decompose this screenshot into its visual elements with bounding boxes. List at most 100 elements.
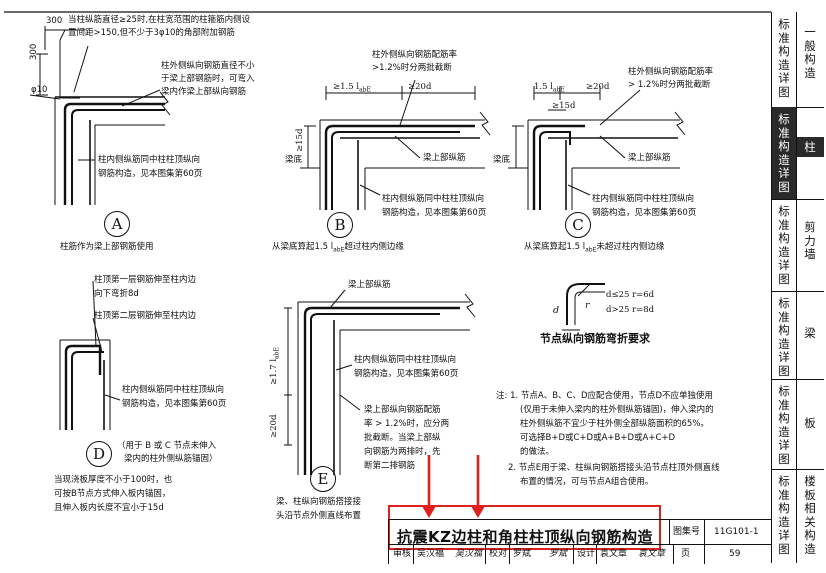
sidebar-item-label: 标准构造详图 bbox=[778, 204, 790, 286]
detail-d-caption-2: 梁内的柱外侧纵筋锚固） bbox=[124, 454, 218, 464]
sidebar-item-beam[interactable]: 标准构造详图 梁 bbox=[772, 291, 824, 380]
sidebar-item-topic: 板 bbox=[804, 416, 816, 430]
sidebar-item-label: 标准构造详图 bbox=[778, 384, 790, 466]
sidebar-item-topic: 一般构造 bbox=[804, 25, 816, 80]
check-name: 罗斌 bbox=[513, 549, 532, 559]
detail-d-note-2: 向下弯折8d bbox=[94, 289, 139, 299]
detail-d-label: D bbox=[86, 441, 112, 467]
detail-b-note-1: 柱外侧纵向钢筋配筋率 bbox=[372, 50, 458, 60]
check-label: 校对 bbox=[489, 549, 508, 559]
detail-a-outer-note-3: 梁内作梁上部纵向钢筋 bbox=[161, 87, 247, 97]
note-1e: 的做法。 bbox=[520, 447, 555, 457]
detail-a-label: A bbox=[104, 211, 130, 237]
detail-b-inner-1: 柱内侧纵筋同中柱柱顶纵向 bbox=[382, 194, 485, 204]
detail-b-note-2: >1.2%时分两批截断 bbox=[372, 63, 452, 73]
sidebar-item-shear-wall[interactable]: 标准构造详图 剪力墙 bbox=[772, 199, 824, 292]
sidebar-item-label: 标准构造详图 bbox=[778, 296, 790, 378]
chapter-sidebar: 标准构造详图 一般构造 标准构造详图 柱 标准构造详图 剪力墙 标准构造详图 梁… bbox=[771, 12, 824, 563]
note-1c: 柱外侧纵筋不宜少于柱外侧全部纵筋面积的65%。 bbox=[520, 419, 709, 429]
title-highlight-box bbox=[388, 505, 661, 550]
red-arrows bbox=[427, 455, 480, 510]
design-signature: 袁文章 bbox=[638, 549, 666, 559]
detail-c-beam-top-bar: 梁上部纵筋 bbox=[628, 153, 671, 163]
detail-b-label: B bbox=[327, 212, 353, 238]
detail-e-drawing bbox=[284, 289, 476, 475]
detail-e-label: E bbox=[310, 466, 336, 492]
detail-a-note-top-1: 当柱纵筋直径≥25时,在柱宽范围的柱箍筋内侧设 bbox=[68, 15, 251, 25]
note-2b: 布置的情况，可与节点A组合使用。 bbox=[520, 477, 654, 487]
detail-c-dim-2: ≥20d bbox=[586, 82, 610, 92]
detail-c-beam-bottom: 梁底 bbox=[493, 155, 511, 165]
check-signature: 罗斌 bbox=[549, 549, 568, 559]
detail-e-beam-top-bar: 梁上部纵筋 bbox=[348, 280, 391, 290]
detail-b-inner-2: 钢筋构造，见本图集第60页 bbox=[382, 208, 487, 218]
note-1b: (仅用于未伸入梁内的柱外侧纵筋锚固)，伸入梁内的 bbox=[520, 405, 714, 415]
sidebar-item-topic: 剪力墙 bbox=[804, 220, 816, 261]
detail-c-inner-1: 柱内侧纵筋同中柱柱顶纵向 bbox=[592, 194, 695, 204]
dim-300-vertical-label: 300 bbox=[29, 43, 39, 60]
detail-e-note-1: 梁上部纵向钢筋配筋 bbox=[364, 405, 441, 415]
note-1a: 注: 1. 节点A、B、C、D应配合使用，节点D不应单独使用 bbox=[496, 391, 714, 401]
detail-b-dim-1: ≥1.5 labE bbox=[333, 82, 371, 94]
detail-c-label: C bbox=[565, 212, 591, 238]
bend-requirement-drawing bbox=[562, 283, 605, 331]
detail-d-caption-4: 可按B节点方式伸入板内锚固， bbox=[54, 489, 171, 499]
detail-c-note-1: 柱外侧纵向钢筋配筋率 bbox=[628, 67, 714, 77]
bend-condition-2: d>25 r=8d bbox=[606, 305, 655, 315]
atlas-no: 11G101-1 bbox=[714, 527, 759, 537]
sidebar-item-general[interactable]: 标准构造详图 一般构造 bbox=[772, 12, 824, 108]
detail-e-note-5: 断第二排钢筋 bbox=[364, 461, 416, 471]
atlas-no-label: 图集号 bbox=[673, 527, 701, 537]
sidebar-item-column[interactable]: 标准构造详图 柱 bbox=[772, 107, 824, 200]
detail-b-caption: 从梁底算起1.5 labE超过柱内侧边缘 bbox=[272, 242, 404, 254]
detail-a-drawing bbox=[29, 26, 171, 205]
dim-300-label: 300 bbox=[46, 16, 63, 26]
detail-e-caption-2: 头沿节点外侧直线布置 bbox=[276, 511, 362, 521]
detail-d-inner-2: 钢筋构造，见本图集第60页 bbox=[122, 399, 227, 409]
bend-r-label: r bbox=[585, 300, 590, 311]
detail-e-dim-v1: ≥1.7 labE bbox=[269, 347, 281, 385]
sidebar-item-label: 标准构造详图 bbox=[778, 474, 790, 556]
detail-a-caption: 柱筋作为梁上部钢筋使用 bbox=[60, 242, 154, 252]
detail-d-note-1: 柱顶第一层钢筋伸至柱内边 bbox=[94, 275, 197, 285]
detail-e-note-4: 向钢筋为两排时，先 bbox=[364, 447, 441, 457]
design-name: 袁文章 bbox=[600, 549, 628, 559]
sidebar-item-topic: 梁 bbox=[804, 326, 816, 340]
sidebar-item-slab[interactable]: 标准构造详图 板 bbox=[772, 379, 824, 470]
sidebar-item-slab-related[interactable]: 标准构造详图 楼板相关构造 bbox=[772, 469, 824, 563]
note-2a: 2. 节点E用于梁、柱纵向钢筋搭接头沿节点柱顶外侧直线 bbox=[508, 463, 720, 473]
detail-b-drawing bbox=[300, 79, 491, 210]
design-label: 设计 bbox=[577, 549, 596, 559]
detail-c-dim-1: 1.5 labE bbox=[534, 82, 565, 94]
detail-b-dim-3: ≥15d bbox=[295, 128, 305, 152]
review-label: 审核 bbox=[393, 549, 412, 559]
detail-a-inner-note-1: 柱内侧纵筋同中柱柱顶纵向 bbox=[98, 155, 201, 165]
detail-a-outer-note-1: 柱外侧纵向钢筋直径不小 bbox=[161, 61, 255, 71]
detail-d-caption-3: 当现浇板厚度不小于100时，也 bbox=[54, 475, 173, 485]
detail-b-beam-bottom: 梁底 bbox=[285, 155, 303, 165]
sidebar-item-label: 标准构造详图 bbox=[778, 17, 790, 99]
detail-d-note-3: 柱顶第二层钢筋伸至柱内边 bbox=[94, 311, 197, 321]
detail-c-drawing bbox=[508, 86, 686, 210]
detail-e-caption-1: 梁、柱纵向钢筋搭接接 bbox=[276, 497, 362, 507]
note-1d: 可选择B+D或C+D或A+B+D或A+C+D bbox=[520, 433, 676, 443]
detail-a-inner-note-2: 钢筋构造，见本图集第60页 bbox=[98, 169, 203, 179]
detail-d-drawing bbox=[59, 280, 121, 430]
detail-c-inner-2: 钢筋构造，见本图集第60页 bbox=[592, 208, 697, 218]
phi10-label: φ10 bbox=[31, 85, 48, 95]
title-block: 抗震KZ边柱和角柱柱顶纵向钢筋构造 图集号 11G101-1 审核 吴汉福 吴汉… bbox=[388, 519, 772, 564]
review-name: 吴汉福 bbox=[417, 549, 445, 559]
bend-requirement-title: 节点纵向钢筋弯折要求 bbox=[540, 332, 650, 345]
bend-condition-1: d≤25 r=6d bbox=[606, 290, 655, 300]
sidebar-item-topic: 柱 bbox=[804, 140, 816, 154]
detail-e-inner-2: 钢筋构造，见本图集第60页 bbox=[354, 369, 459, 379]
detail-a-outer-note-2: 于梁上部钢筋时，可弯入 bbox=[161, 74, 255, 84]
detail-e-note-3: 批截断。当梁上部纵 bbox=[364, 433, 441, 443]
detail-a-note-top-2: 置间距>150,但不少于3φ10的角部附加钢筋 bbox=[68, 28, 235, 38]
detail-d-caption-1: （用于 B 或 C 节点未伸入 bbox=[117, 441, 217, 451]
drawing-title: 抗震KZ边柱和角柱柱顶纵向钢筋构造 bbox=[397, 528, 654, 546]
detail-d-inner-1: 柱内侧纵筋同中柱柱顶纵向 bbox=[122, 385, 225, 395]
detail-c-note-2: > 1.2%时分两批截断 bbox=[628, 80, 711, 90]
review-signature: 吴汉福 bbox=[455, 549, 483, 559]
